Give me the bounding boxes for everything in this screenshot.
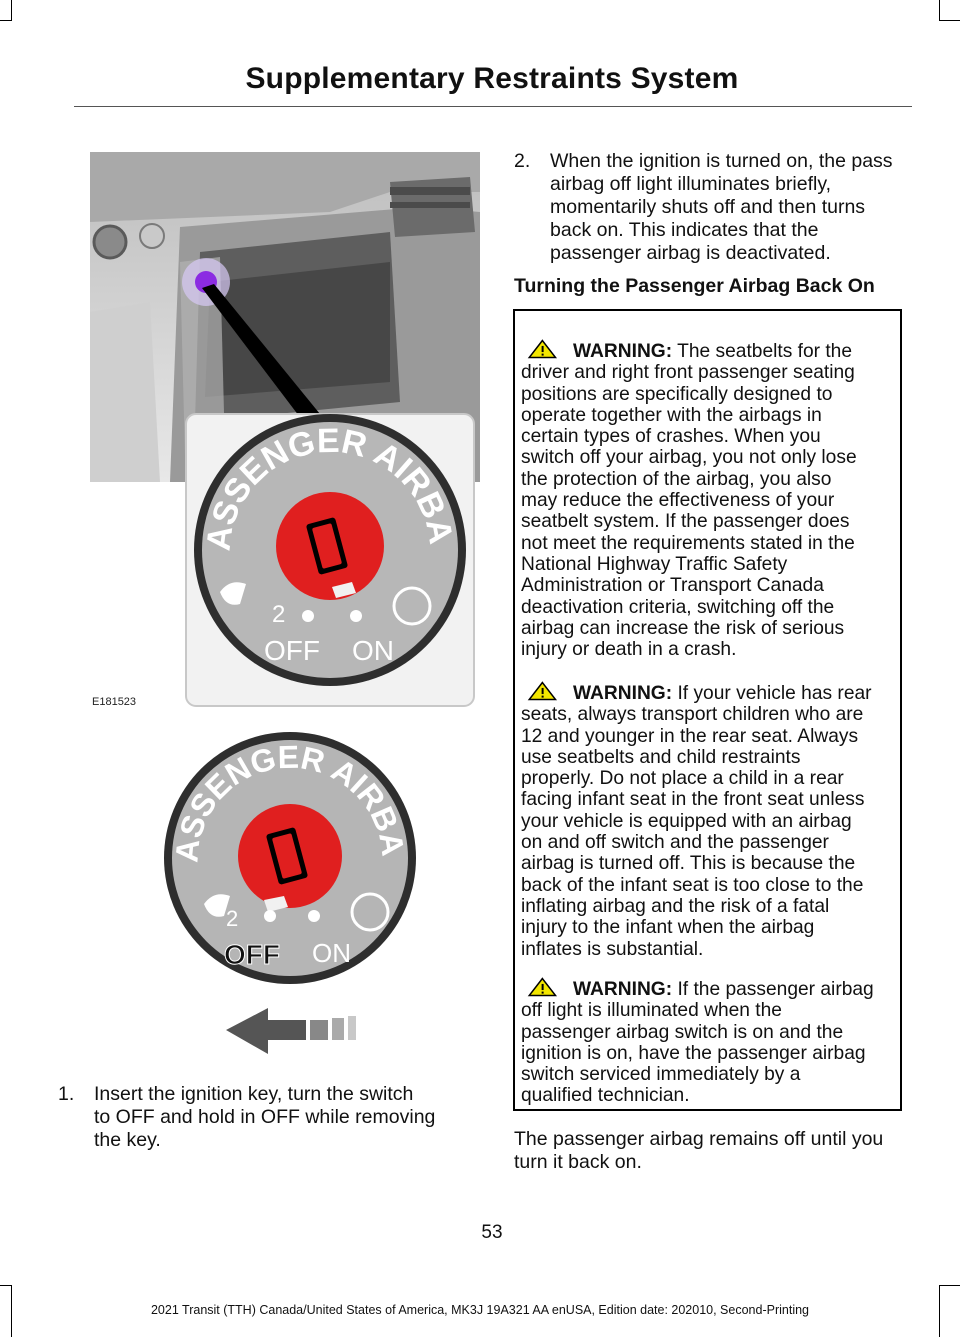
- crop-mark: [0, 20, 12, 21]
- crop-mark: [939, 1285, 960, 1286]
- warning-triangle-icon: [527, 339, 558, 359]
- warning-triangle-icon: [527, 681, 558, 701]
- warning-box: WARNING: The seatbelts for the driver an…: [513, 309, 902, 1111]
- crop-mark: [11, 1285, 12, 1337]
- page-footer: 2021 Transit (TTH) Canada/United States …: [150, 1303, 809, 1317]
- warning-triangle-icon: [527, 977, 558, 997]
- svg-text:2: 2: [272, 601, 285, 628]
- warning-2: WARNING: If your vehicle has rear seats,…: [521, 681, 872, 960]
- crop-mark: [0, 1285, 12, 1286]
- crop-mark: [939, 20, 960, 21]
- svg-text:ON: ON: [312, 938, 351, 968]
- crop-mark: [939, 0, 940, 20]
- crop-mark: [939, 1285, 940, 1337]
- svg-text:ON: ON: [352, 635, 394, 666]
- crop-mark: [11, 0, 12, 20]
- svg-text:OFF: OFF: [224, 939, 280, 970]
- closing-paragraph: The passenger airbag remains off until y…: [514, 1128, 884, 1173]
- page-number: 53: [481, 1222, 503, 1243]
- switch-off-illustration: 2 OFF ON PASSENGER AIRBAG: [148, 699, 420, 1068]
- svg-text:OFF: OFF: [264, 635, 320, 666]
- svg-text:2: 2: [226, 906, 238, 931]
- title-rule: [74, 106, 912, 107]
- section-subheading: Turning the Passenger Airbag Back On: [514, 275, 875, 297]
- page-title: Supplementary Restraints System: [245, 62, 739, 95]
- figure-code: E181523: [92, 696, 137, 708]
- warning-3: WARNING: If the passenger airbag off lig…: [521, 977, 874, 1107]
- dashboard-illustration: 2 OFF ON PASSENGER AIRBAG: [90, 152, 480, 712]
- warning-1: WARNING: The seatbelts for the driver an…: [521, 339, 857, 661]
